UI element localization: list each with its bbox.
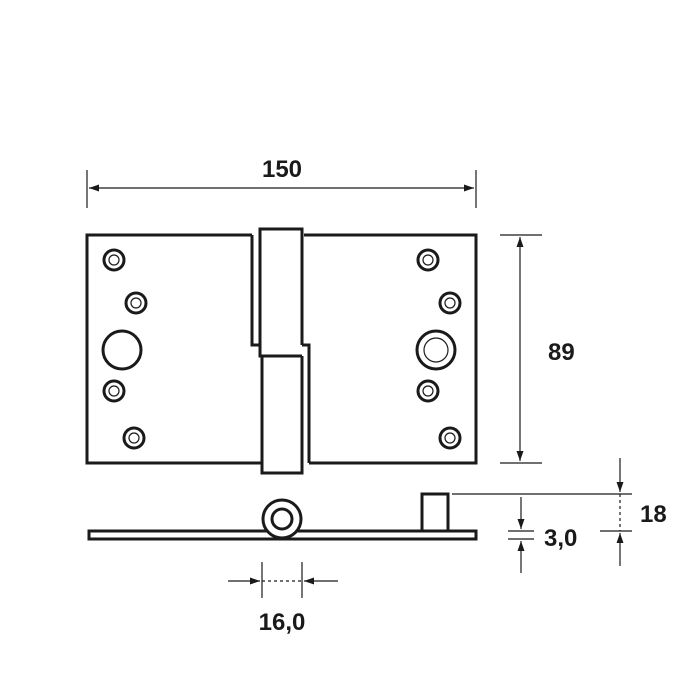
width-dimension: 150 xyxy=(86,156,477,208)
knuckle-outer-circle xyxy=(261,498,303,540)
knuckle-joint xyxy=(258,345,302,358)
pin-height-label: 18 xyxy=(640,501,667,528)
right-leaf-outline xyxy=(304,233,478,465)
left-leaf-outline xyxy=(85,233,262,465)
thickness-dimension: 3,0 xyxy=(508,497,577,573)
upper-knuckle xyxy=(250,227,304,347)
knuckle-diameter-label: 16,0 xyxy=(259,609,306,636)
height-dimension: 89 xyxy=(500,234,575,464)
spindle-hole-left xyxy=(101,329,143,371)
screw-hole xyxy=(102,379,126,403)
thickness-label: 3,0 xyxy=(544,525,577,552)
height-label: 89 xyxy=(548,339,575,366)
pin-height-dimension: 18 xyxy=(452,458,667,566)
pin-profile xyxy=(420,492,450,533)
screw-hole xyxy=(416,379,440,403)
lower-leaf-edge xyxy=(302,343,311,463)
screw-hole xyxy=(438,291,462,315)
spindle-hole-right xyxy=(415,329,457,371)
knuckle-inner-circle xyxy=(270,507,294,531)
screw-hole xyxy=(124,291,148,315)
screw-hole xyxy=(438,426,462,450)
hinge-front-view xyxy=(85,227,478,475)
lower-knuckle xyxy=(260,356,304,475)
screw-hole xyxy=(122,426,146,450)
hinge-side-view xyxy=(87,492,478,541)
screw-hole xyxy=(102,248,126,272)
screw-hole xyxy=(416,248,440,272)
knuckle-diameter-dimension: 16,0 xyxy=(228,562,338,636)
width-label: 150 xyxy=(262,156,302,183)
